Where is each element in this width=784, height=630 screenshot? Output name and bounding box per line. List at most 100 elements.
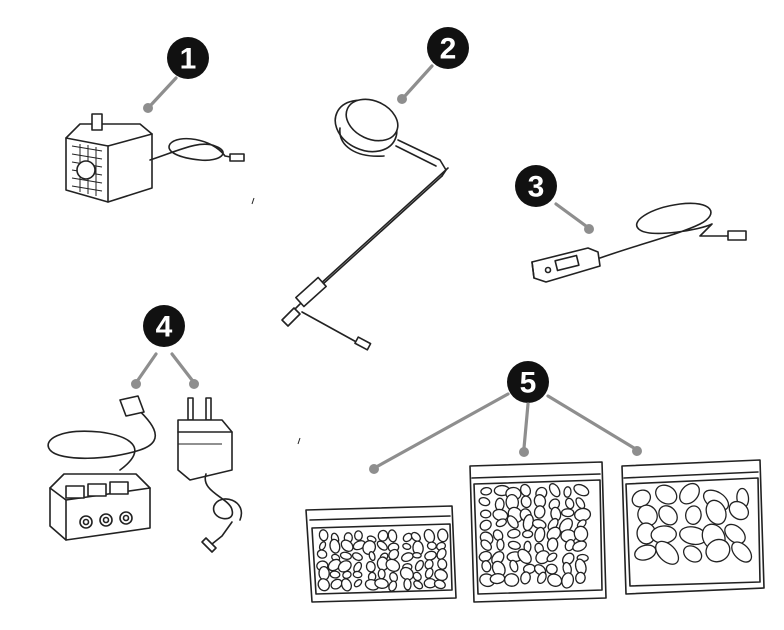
pebble <box>410 531 421 542</box>
pebble <box>520 571 531 585</box>
pebble <box>317 578 331 592</box>
pebble <box>352 570 363 579</box>
pebble <box>546 537 559 552</box>
pebble <box>509 559 519 573</box>
pebble <box>426 541 437 551</box>
callout-5-label: 5 <box>520 367 537 400</box>
pebble <box>436 547 447 560</box>
pebble <box>351 552 363 562</box>
pebble <box>480 486 493 496</box>
pebble <box>520 495 532 509</box>
pebble <box>517 548 532 565</box>
pebble <box>685 505 702 525</box>
pebble <box>728 500 750 521</box>
pebble <box>437 528 449 543</box>
pebble-bag-medium <box>469 461 607 603</box>
pebble <box>506 515 519 529</box>
pebble <box>424 567 434 579</box>
pebble <box>340 578 353 592</box>
callout-5-leader-a <box>376 392 510 468</box>
pebble <box>534 526 546 543</box>
callout-3-label: 3 <box>528 171 545 204</box>
callout-3: 3 <box>515 165 594 234</box>
pebble <box>547 573 563 587</box>
callout-2-leader <box>402 64 434 99</box>
callout-4-leader-a <box>136 352 158 382</box>
adapter-illustration <box>177 397 243 553</box>
pebble <box>376 540 388 551</box>
pebble <box>437 558 448 570</box>
pebble <box>374 578 389 589</box>
pebble <box>424 550 437 561</box>
pebble <box>340 539 354 553</box>
callout-5-badge <box>507 361 549 403</box>
pebble <box>387 529 398 543</box>
pebble <box>658 505 678 526</box>
pebble <box>536 571 547 585</box>
pebble <box>561 572 575 589</box>
pebble <box>368 551 376 562</box>
callout-4-label: 4 <box>156 311 173 344</box>
pebble <box>388 580 398 592</box>
pebble <box>572 540 587 552</box>
pebble <box>495 518 507 528</box>
pebble <box>679 482 700 505</box>
callout-1-leader <box>148 76 178 108</box>
ring-light-illustration <box>281 98 449 351</box>
pump-illustration <box>65 113 245 203</box>
pebble <box>546 526 562 542</box>
pebble <box>705 499 727 525</box>
pebble <box>682 545 703 563</box>
callout-1-badge <box>167 37 209 79</box>
callout-4-leader-b <box>170 352 194 382</box>
pebble <box>402 542 412 550</box>
pebble <box>496 538 505 551</box>
pebble <box>329 538 341 554</box>
pebble <box>318 565 330 581</box>
pebble <box>573 483 590 497</box>
pebble <box>560 508 575 518</box>
pebble <box>558 517 573 534</box>
callout-4: 4 <box>131 305 199 389</box>
pebble <box>342 570 352 579</box>
pebble <box>479 509 492 519</box>
pebble <box>705 538 731 563</box>
pebble <box>399 566 414 581</box>
pebble <box>563 486 572 498</box>
pebble <box>362 540 377 555</box>
pebble <box>507 528 521 539</box>
pebble <box>533 505 546 519</box>
pebble <box>478 497 491 507</box>
callout-5-leader-b <box>522 402 530 450</box>
pebble <box>385 558 401 573</box>
pebble <box>412 552 422 559</box>
callout-1-label: 1 <box>180 43 197 76</box>
pebble <box>353 578 363 588</box>
pebble <box>545 563 558 575</box>
callout-2: 2 <box>397 27 469 104</box>
pebble <box>327 558 342 572</box>
callout-2-badge <box>427 27 469 69</box>
pebble <box>433 579 446 590</box>
pebble <box>548 483 561 498</box>
pebble <box>637 504 658 527</box>
pebble <box>354 530 363 541</box>
pebble <box>481 560 492 573</box>
pebble <box>535 550 550 565</box>
callout-2-label: 2 <box>440 33 457 66</box>
pebble <box>503 573 520 587</box>
pebble <box>521 529 534 539</box>
pebble <box>655 540 680 565</box>
pebble <box>339 551 352 560</box>
pebble <box>575 571 586 585</box>
callout-3-leader <box>554 202 588 228</box>
callout-3-badge <box>515 165 557 207</box>
pebble <box>731 541 753 563</box>
splitter-illustration <box>47 395 156 541</box>
pebble <box>329 570 341 579</box>
pebble <box>480 539 493 551</box>
pebble <box>414 559 425 572</box>
pebble <box>388 548 400 561</box>
callout-5-leader-c <box>546 394 636 450</box>
